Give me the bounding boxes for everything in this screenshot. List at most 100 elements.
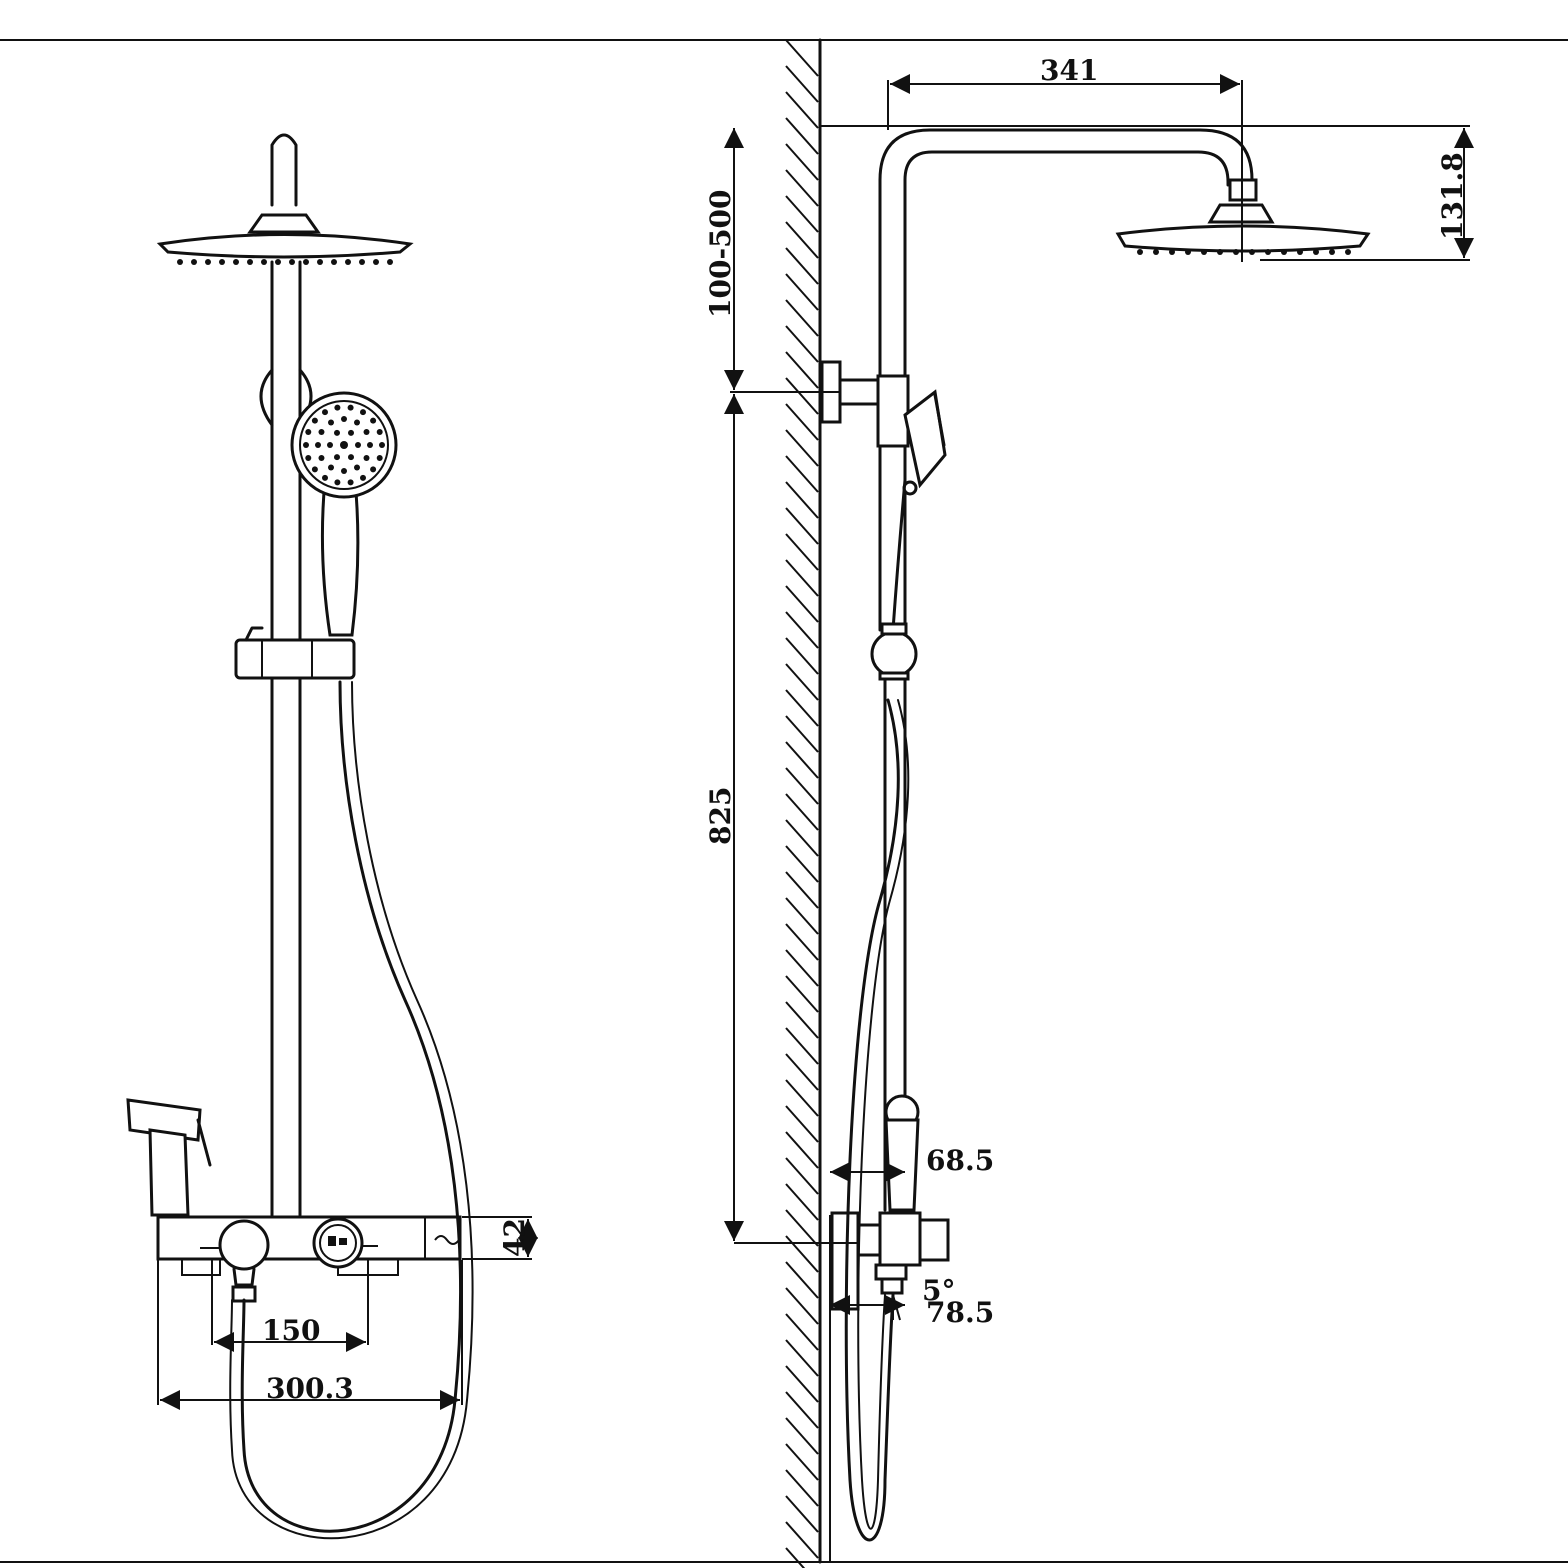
dim-label-shelf-width: 300.3 bbox=[266, 1372, 354, 1405]
wall-hatch-line bbox=[785, 1131, 819, 1169]
front-slide-bar-holder bbox=[234, 626, 356, 680]
nozzle-dot bbox=[317, 259, 323, 265]
wall-hatch-line bbox=[785, 1365, 819, 1403]
side-hand-shower bbox=[891, 389, 947, 632]
wall-hatch-line bbox=[785, 663, 819, 701]
front-top-pipe bbox=[270, 133, 298, 207]
nozzle-dot bbox=[318, 455, 325, 461]
wall-hatch-line bbox=[785, 39, 819, 77]
nozzle-dot bbox=[341, 416, 347, 422]
front-shower-hose bbox=[229, 680, 474, 1540]
nozzle-dot bbox=[1281, 249, 1287, 255]
wall-hatch-line bbox=[785, 559, 819, 597]
nozzle-dot bbox=[367, 442, 373, 448]
nozzle-dot bbox=[1265, 249, 1271, 255]
front-temperature-handle bbox=[200, 1219, 270, 1287]
nozzle-dot bbox=[1153, 249, 1159, 255]
nozzle-dot bbox=[1249, 249, 1255, 255]
wall-hatch-line bbox=[785, 429, 819, 467]
nozzle-dot bbox=[370, 417, 377, 424]
nozzle-dot bbox=[1169, 249, 1175, 255]
wall-hatch-line bbox=[785, 1469, 819, 1507]
side-bidet-holder bbox=[884, 1094, 920, 1212]
front-flow-handle bbox=[312, 1217, 378, 1269]
nozzle-dot bbox=[311, 466, 318, 473]
nozzle-dot bbox=[305, 454, 312, 461]
nozzle-dot bbox=[359, 259, 365, 265]
nozzle-dot bbox=[247, 259, 253, 265]
wall-hatch-line bbox=[785, 143, 819, 181]
nozzle-dot bbox=[354, 419, 360, 426]
nozzle-dot bbox=[233, 259, 239, 265]
wall-hatch-line bbox=[785, 377, 819, 415]
nozzle-dot bbox=[1297, 249, 1303, 255]
nozzle-dot bbox=[303, 442, 309, 448]
wall-hatch-line bbox=[785, 611, 819, 649]
nozzle-dot bbox=[315, 442, 321, 448]
wall-hatch-line bbox=[785, 65, 819, 103]
wall-hatch-line bbox=[785, 325, 819, 363]
nozzle-dot bbox=[348, 429, 354, 436]
dim-label-shelf-height: 42 bbox=[498, 1218, 531, 1257]
side-dimensions bbox=[724, 74, 1474, 1321]
nozzle-dot bbox=[1345, 249, 1351, 255]
wall-hatch-line bbox=[785, 923, 819, 961]
front-dimensions bbox=[157, 1216, 538, 1410]
nozzle-dot bbox=[360, 474, 366, 481]
dim-label-head-drop: 131.8 bbox=[1436, 152, 1469, 240]
wall-hatch-line bbox=[785, 845, 819, 883]
nozzle-dot bbox=[1217, 249, 1223, 255]
nozzle-dot bbox=[311, 417, 318, 424]
nozzle-dot bbox=[345, 259, 351, 265]
nozzle-dot bbox=[355, 442, 361, 448]
wall-hatch-line bbox=[785, 1521, 819, 1559]
wall-hatch-line bbox=[785, 1417, 819, 1455]
nozzle-dot bbox=[331, 259, 337, 265]
wall-hatch-line bbox=[785, 715, 819, 753]
nozzle-dot bbox=[1137, 249, 1143, 255]
side-riser-and-arm bbox=[878, 128, 1254, 1212]
wall-hatch-line bbox=[785, 689, 819, 727]
wall-hatch-line bbox=[785, 1443, 819, 1481]
nozzle-dot bbox=[322, 474, 328, 481]
wall-hatch-line bbox=[785, 1547, 806, 1568]
wall-hatch-line bbox=[785, 1209, 819, 1247]
dim-label-valve-bottom-offset: 78.5 bbox=[926, 1296, 994, 1329]
wall-hatch-line bbox=[785, 585, 819, 623]
wall-hatch-line bbox=[785, 1391, 819, 1429]
nozzle-dot bbox=[318, 429, 325, 435]
nozzle-dot bbox=[360, 409, 366, 416]
wall-hatch-line bbox=[785, 767, 819, 805]
nozzle-dot bbox=[347, 479, 354, 486]
nozzle-dot bbox=[363, 455, 370, 461]
nozzle-dot bbox=[348, 454, 354, 461]
nozzle-dot bbox=[370, 466, 377, 473]
nozzle-dot bbox=[340, 441, 348, 449]
dim-label-arm-offset: 100-500 bbox=[704, 189, 737, 318]
wall-hatch-line bbox=[785, 533, 819, 571]
nozzle-dot bbox=[191, 259, 197, 265]
nozzle-dot bbox=[376, 454, 383, 461]
side-wall-bracket bbox=[820, 360, 910, 448]
wall-hatch-line bbox=[785, 1287, 819, 1325]
wall-hatch-line bbox=[785, 1001, 819, 1039]
nozzle-dot bbox=[1233, 249, 1239, 255]
dim-label-bar-width: 341 bbox=[1040, 54, 1098, 87]
side-shower-hose bbox=[844, 698, 910, 1542]
nozzle-dot bbox=[341, 468, 347, 474]
nozzle-dot bbox=[1313, 249, 1319, 255]
wall-hatch-line bbox=[785, 507, 819, 545]
nozzle-dot bbox=[305, 429, 312, 436]
nozzle-dot bbox=[373, 259, 379, 265]
wall-hatch-line bbox=[785, 1079, 819, 1117]
wall-hatch-line bbox=[785, 819, 819, 857]
wall-hatch-line bbox=[785, 1313, 819, 1351]
nozzle-dot bbox=[1201, 249, 1207, 255]
nozzle-dot bbox=[303, 259, 309, 265]
wall-hatch-line bbox=[785, 1261, 819, 1299]
nozzle-dot bbox=[334, 404, 341, 411]
wall-hatch-line bbox=[785, 481, 819, 519]
nozzle-dot bbox=[379, 442, 385, 448]
nozzle-dot bbox=[327, 442, 333, 448]
